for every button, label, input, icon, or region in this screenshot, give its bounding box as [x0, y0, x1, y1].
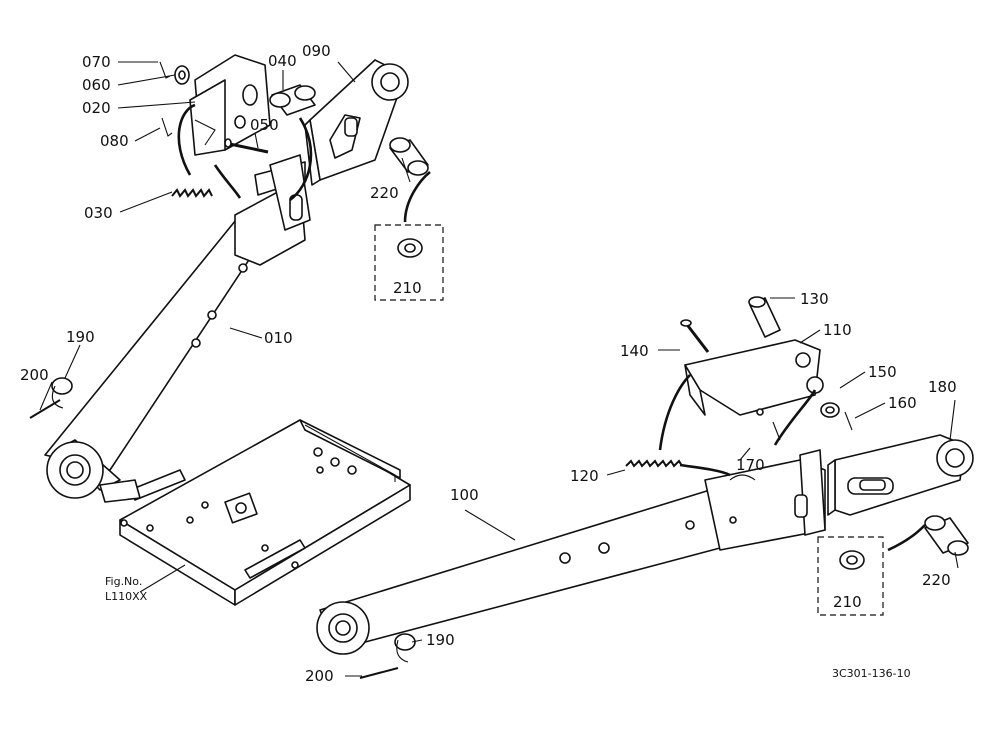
clip-080 [161, 117, 173, 137]
bracket-020 [189, 54, 271, 156]
pin-130 [748, 296, 781, 338]
label-190-lower: 190 [426, 631, 455, 649]
pin-200-lower [359, 667, 399, 679]
bolt-140 [680, 319, 710, 353]
label-210-lower: 210 [833, 593, 862, 611]
label-150: 150 [868, 363, 897, 381]
bushing-220-upper [389, 137, 429, 176]
label-170: 170 [736, 456, 765, 474]
label-050: 050 [250, 116, 279, 134]
label-010: 010 [264, 329, 293, 347]
label-180: 180 [928, 378, 957, 396]
mounting-plate [119, 419, 411, 606]
bracket-110 [684, 339, 824, 416]
lift-link-010 [44, 154, 311, 503]
label-200-lower: 200 [305, 667, 334, 685]
label-220-lower: 220 [922, 571, 951, 589]
label-030: 030 [84, 204, 113, 222]
label-070: 070 [82, 53, 111, 71]
label-210-upper: 210 [393, 279, 422, 297]
leader-lines [39, 61, 959, 677]
label-220-upper: 220 [370, 184, 399, 202]
clip-160 [844, 411, 853, 431]
adjuster-180 [827, 434, 974, 516]
fig-no-value: L110XX [105, 590, 148, 603]
label-120: 120 [570, 467, 599, 485]
fig-no-label: Fig.No. [105, 575, 142, 588]
label-200-upper: 200 [20, 366, 49, 384]
bushing-040 [269, 84, 316, 116]
drawing-code: 3C301-136-10 [832, 667, 911, 680]
label-190-upper: 190 [66, 328, 95, 346]
label-060: 060 [82, 76, 111, 94]
label-110: 110 [823, 321, 852, 339]
bushing-220-lower [924, 515, 969, 556]
label-160: 160 [888, 394, 917, 412]
pin-200-upper [29, 399, 61, 419]
washer-210-lower-box [817, 536, 884, 616]
spring-030 [171, 188, 213, 198]
lift-link-100 [316, 449, 826, 655]
linch-pin-190-lower [394, 633, 416, 663]
part-number-labels: 070 060 020 080 040 090 050 030 220 210 … [20, 42, 957, 685]
label-080: 080 [100, 132, 129, 150]
label-100: 100 [450, 486, 479, 504]
assembly-arrows [177, 103, 926, 552]
linch-pin-190-upper [51, 377, 73, 409]
label-140: 140 [620, 342, 649, 360]
adjuster-090 [304, 59, 409, 186]
washer-210-upper-box [374, 224, 444, 301]
label-020: 020 [82, 99, 111, 117]
label-090: 090 [302, 42, 331, 60]
label-130: 130 [800, 290, 829, 308]
pin-050 [224, 138, 269, 154]
spring-120 [625, 459, 683, 468]
label-040: 040 [268, 52, 297, 70]
